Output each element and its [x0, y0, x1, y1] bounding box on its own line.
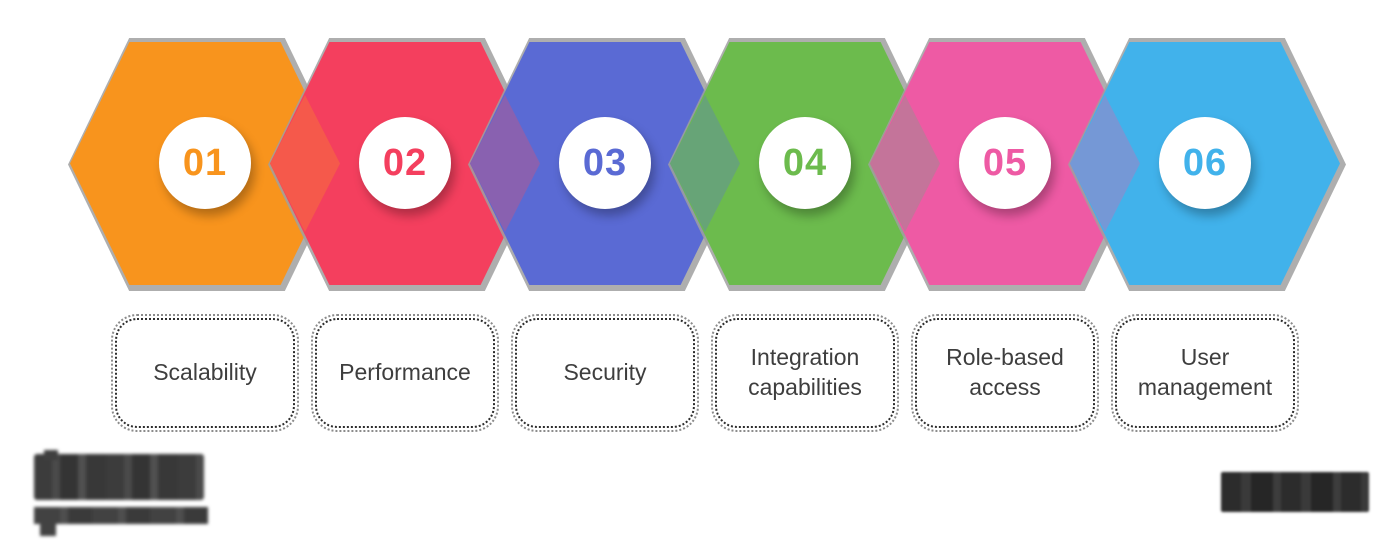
step-number: 01 [182, 142, 228, 184]
redacted-logo-descender [40, 524, 56, 536]
redacted-logo-bottom-left [34, 450, 210, 538]
step-label-card: Scalability [111, 314, 299, 432]
step-number-circle: 03 [559, 117, 651, 209]
step-number: 04 [782, 142, 828, 184]
step-label: Integration capabilities [748, 344, 862, 400]
step-label: Scalability [153, 359, 257, 386]
step-number-circle: 06 [1159, 117, 1251, 209]
step-number-circle: 01 [159, 117, 251, 209]
redacted-logo-tagline [34, 507, 208, 524]
redacted-logo-wordmark [34, 454, 204, 500]
step-label-card: Integration capabilities [711, 314, 899, 432]
step-number: 05 [982, 142, 1028, 184]
redacted-logo-mark [44, 450, 58, 460]
step-label: Security [563, 359, 647, 386]
step-label: User management [1137, 344, 1273, 400]
redacted-watermark-text [1221, 472, 1369, 512]
step-label-card: Role-based access [911, 314, 1099, 432]
step-number-circle: 05 [959, 117, 1051, 209]
step-number-circle: 04 [759, 117, 851, 209]
step-number: 02 [382, 142, 428, 184]
redacted-watermark-bottom-right [1221, 472, 1369, 512]
step-number: 03 [582, 142, 628, 184]
step-label: Performance [339, 359, 471, 386]
step-label-card: Performance [311, 314, 499, 432]
step-number-circle: 02 [359, 117, 451, 209]
step-label-card: User management [1111, 314, 1299, 432]
step-label-card: Security [511, 314, 699, 432]
step-label: Role-based access [946, 344, 1064, 400]
step-number: 06 [1182, 142, 1228, 184]
